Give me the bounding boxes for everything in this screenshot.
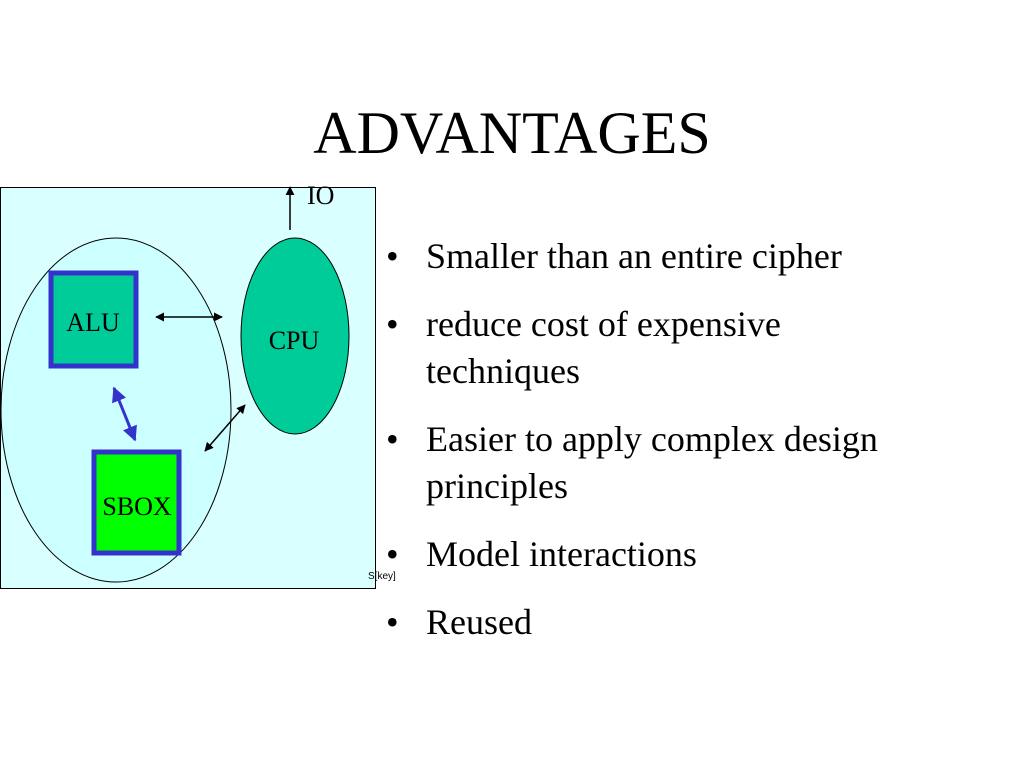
alu-sbox-arrow [112, 386, 137, 442]
alu-node [48, 270, 139, 369]
sbox-cpu-arrow [204, 404, 246, 452]
alu-label: ALU [66, 308, 120, 337]
bullet-text: reduce cost of expensive techniques [426, 304, 781, 391]
bullet-marker: • [386, 304, 399, 344]
cpu-label: CPU [269, 326, 320, 355]
io-label: IO [307, 181, 334, 210]
sbox-node [91, 449, 182, 556]
advantages-list: • Smaller than an entire cipher • reduce… [386, 233, 906, 667]
bullet-marker: • [386, 534, 399, 574]
bullet-text: Model interactions [426, 534, 697, 574]
bullet-marker: • [386, 236, 399, 276]
bullet-marker: • [386, 419, 399, 459]
key-label: S[key] [368, 571, 396, 582]
bullet-text: Reused [426, 602, 532, 642]
bullet-marker: • [386, 602, 399, 642]
sbox-label: SBOX [102, 492, 172, 521]
bullet-item: • reduce cost of expensive techniques [386, 301, 906, 395]
bullet-item: • Model interactions [386, 531, 906, 578]
bullet-item: • Easier to apply complex design princip… [386, 416, 906, 510]
slide-title: ADVANTAGES [313, 100, 711, 166]
bullet-text: Smaller than an entire cipher [426, 236, 842, 276]
bullet-item: • Reused [386, 599, 906, 646]
bullet-text: Easier to apply complex design principle… [426, 419, 878, 506]
bullet-item: • Smaller than an entire cipher [386, 233, 906, 280]
cpu-node [240, 237, 350, 435]
